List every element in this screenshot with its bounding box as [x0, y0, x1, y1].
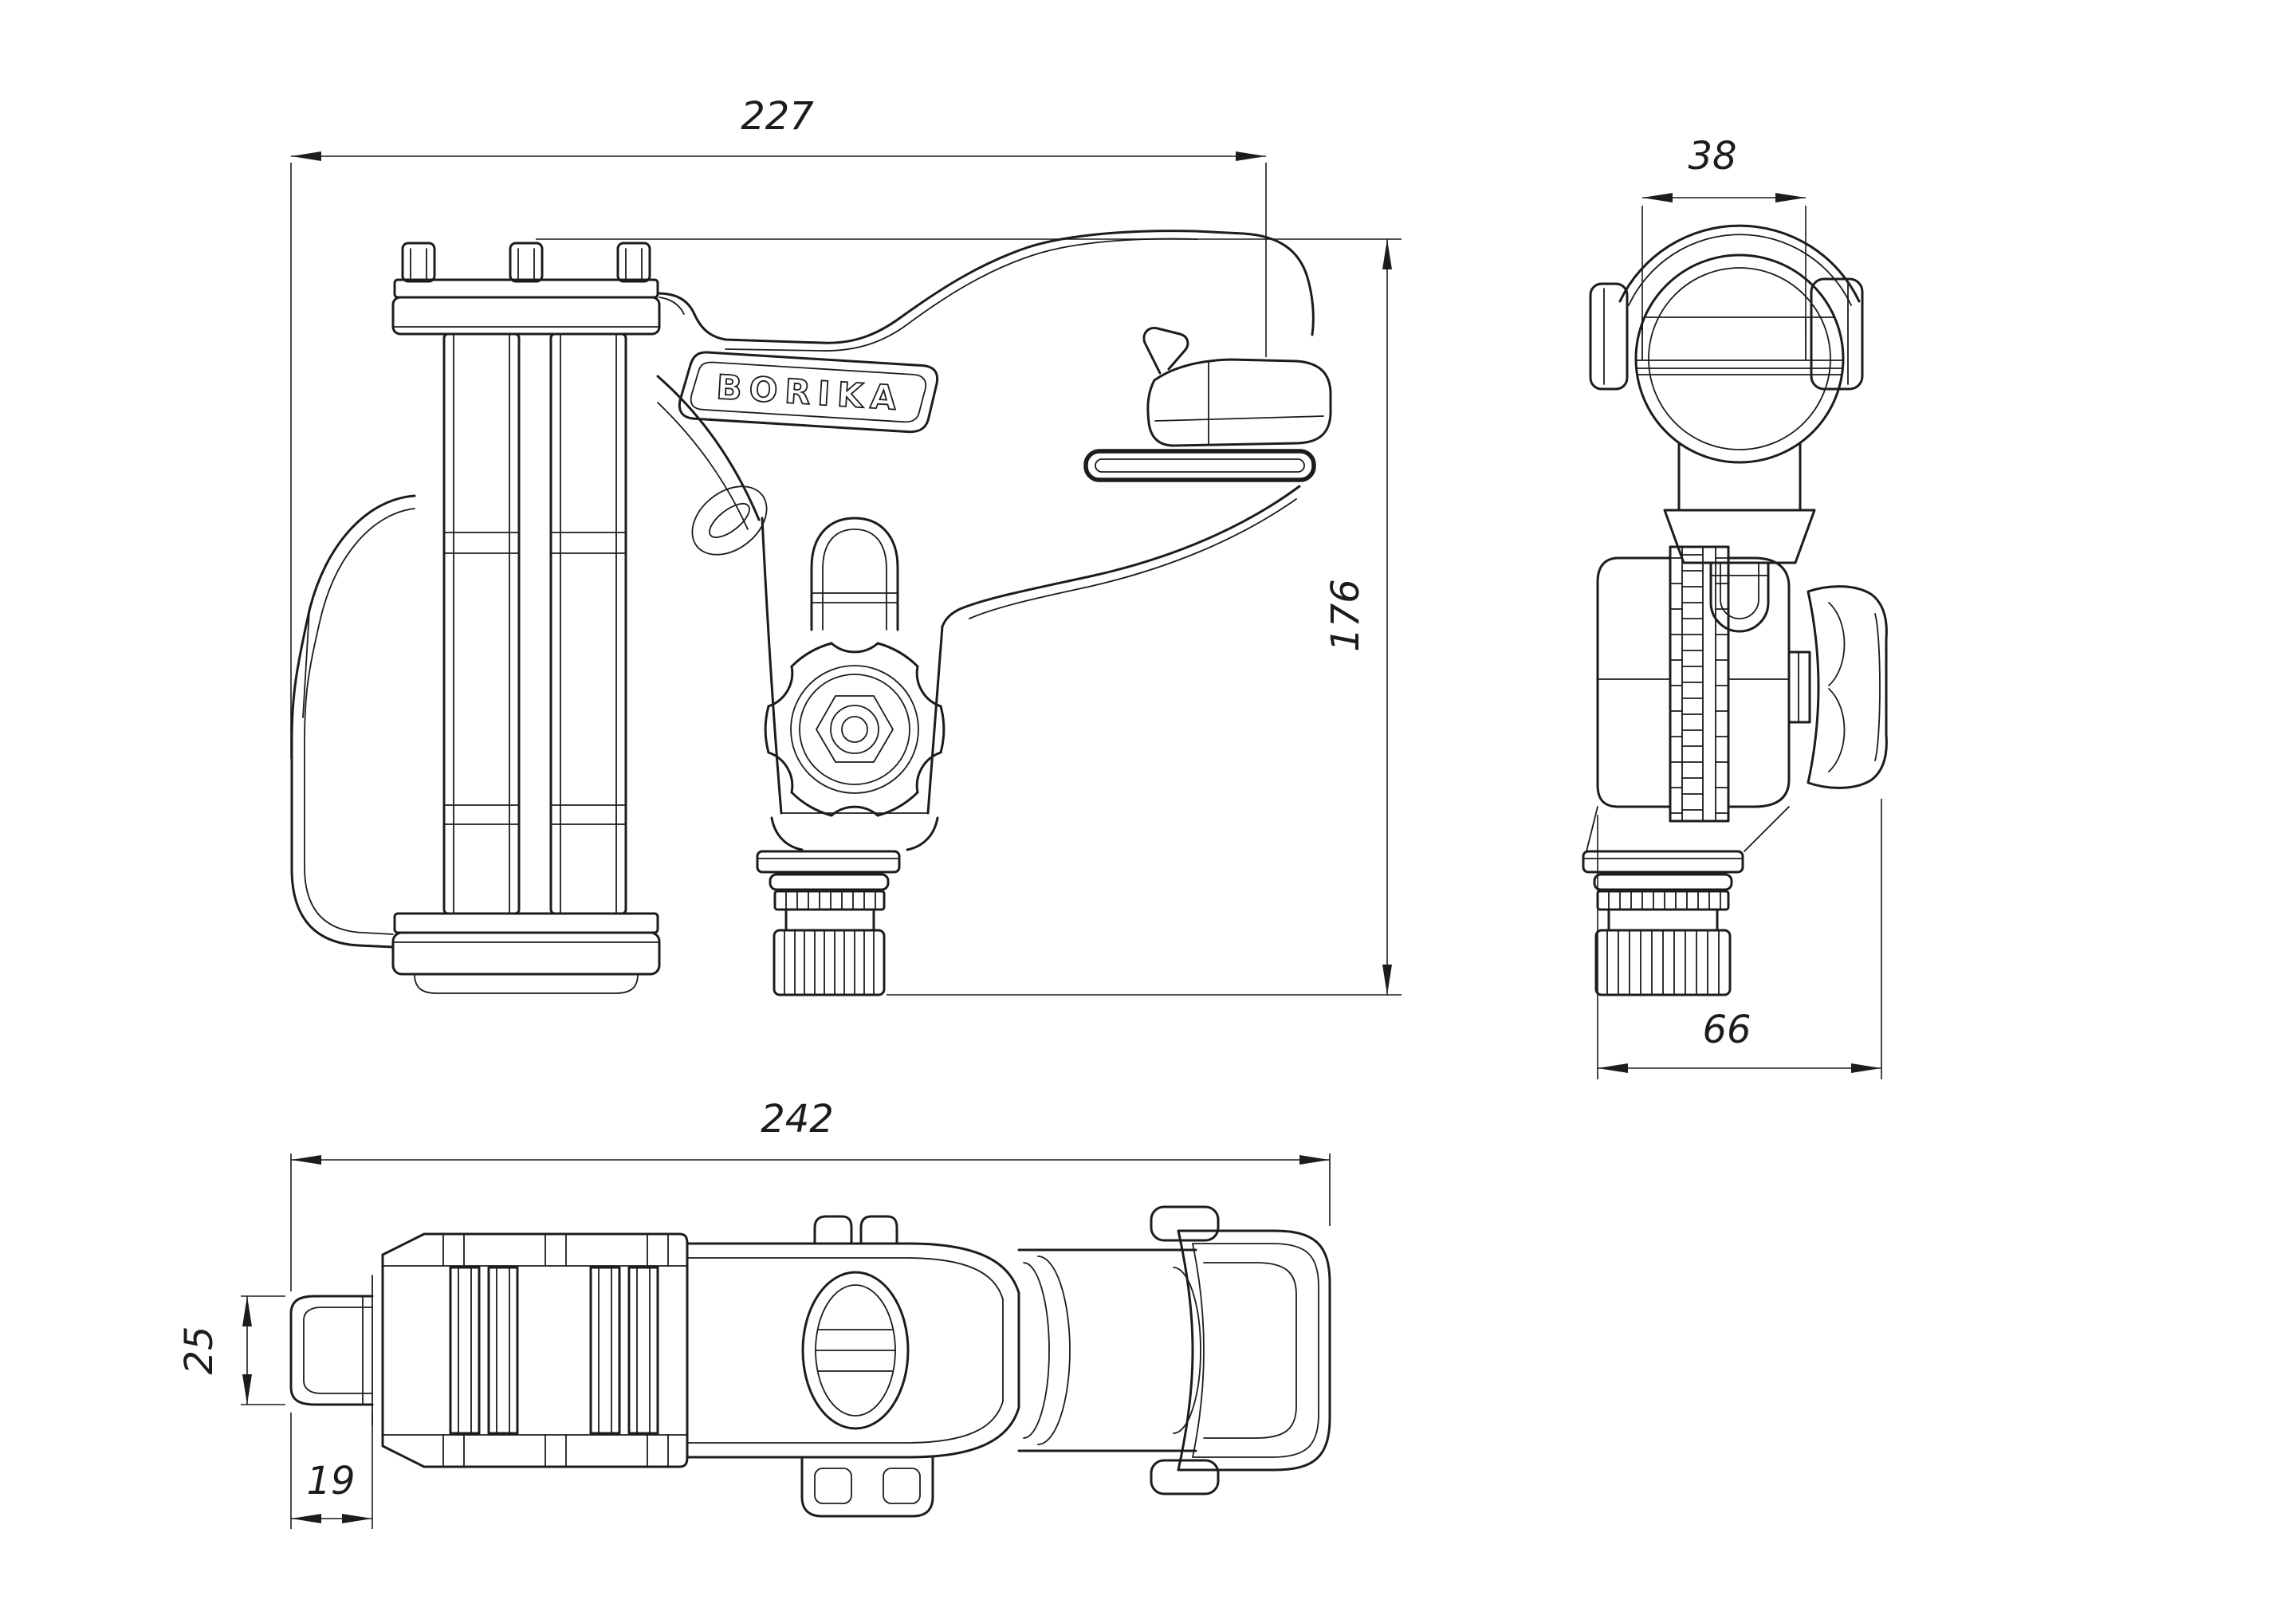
- strap-bar: [589, 1266, 621, 1435]
- dim-label: 25: [177, 1326, 222, 1374]
- logo-plate: BORIKA: [678, 351, 939, 434]
- dim-38: 38: [1641, 134, 1807, 335]
- clamp-tab: [509, 242, 544, 283]
- dim-label: 19: [306, 1459, 355, 1503]
- latch-hook-tab: [1142, 326, 1189, 375]
- dim-label: 227: [741, 94, 814, 139]
- post-flange: [756, 850, 901, 874]
- top-latch-button: [813, 1215, 898, 1245]
- arrowhead: [291, 1514, 321, 1523]
- side-view: BORIKA: [290, 94, 1402, 996]
- front-view: 38 66: [1582, 134, 1888, 1079]
- strap-bar: [487, 1266, 519, 1435]
- pivot: [1709, 561, 1770, 633]
- arrowhead: [1382, 239, 1392, 269]
- latch-spring-strip: [1083, 449, 1316, 482]
- dim-66: 66: [1597, 799, 1882, 1079]
- clamp: [391, 242, 661, 976]
- front-ring: [1589, 224, 1864, 633]
- top-clamp: [381, 1232, 689, 1468]
- arrowhead: [1382, 965, 1392, 995]
- top-tongue: [289, 1275, 374, 1426]
- star-knob: [764, 642, 946, 817]
- arrowhead: [1642, 193, 1673, 202]
- dim-19: 19: [290, 1413, 373, 1529]
- slot-bracket: [691, 485, 768, 556]
- hook-tab: [1150, 1205, 1220, 1242]
- dim-176: 176: [536, 238, 1402, 996]
- disc-serrations: [1669, 557, 1683, 814]
- strap-band: [442, 332, 521, 915]
- dim-25: 25: [177, 1295, 285, 1405]
- dim-label: 242: [761, 1097, 834, 1142]
- dim-label: 66: [1702, 1008, 1751, 1052]
- ring-ear-right: [1810, 277, 1864, 391]
- dim-label: 176: [1323, 579, 1368, 652]
- barrel-body: [656, 230, 1315, 628]
- brand-logo: BORIKA: [715, 367, 904, 418]
- arrowhead: [342, 1514, 372, 1523]
- arrowhead: [291, 151, 321, 161]
- top-body: [686, 1215, 1020, 1518]
- hex-socket: [816, 695, 894, 763]
- strap-band: [549, 332, 627, 915]
- latch-lever: [1083, 326, 1332, 482]
- top-hook: [1150, 1205, 1331, 1495]
- hook-tab: [1150, 1459, 1220, 1495]
- arrowhead: [1299, 1155, 1330, 1165]
- top-tube: [1017, 1248, 1201, 1452]
- strap-bar: [449, 1266, 481, 1435]
- knurled-cap: [773, 929, 886, 996]
- arrowhead: [1598, 1063, 1628, 1073]
- stem: [761, 517, 944, 851]
- arrowhead: [1851, 1063, 1881, 1073]
- clamp-knob: [1787, 585, 1888, 789]
- top-knob-oval: [801, 1271, 910, 1430]
- stem-bracket: [810, 517, 899, 631]
- arrowhead: [291, 1155, 321, 1165]
- dim-label: 38: [1688, 134, 1736, 179]
- left-cup: [290, 494, 639, 994]
- arrowhead: [242, 1296, 252, 1326]
- clamp-tab: [616, 242, 651, 283]
- front-mount-post: [1582, 850, 1744, 996]
- arrowhead: [242, 1374, 252, 1405]
- bottom-bracket: [800, 1456, 934, 1518]
- ring-ear-left: [1589, 282, 1629, 391]
- top-view: 242 25 19: [177, 1097, 1331, 1529]
- arrowhead: [1775, 193, 1806, 202]
- strap-bar: [627, 1266, 659, 1435]
- arrowhead: [1236, 151, 1266, 161]
- clamp-tab: [401, 242, 436, 283]
- mount-post: [756, 850, 901, 996]
- dim-227: 227: [290, 94, 1267, 759]
- dim-242: 242: [290, 1097, 1331, 1291]
